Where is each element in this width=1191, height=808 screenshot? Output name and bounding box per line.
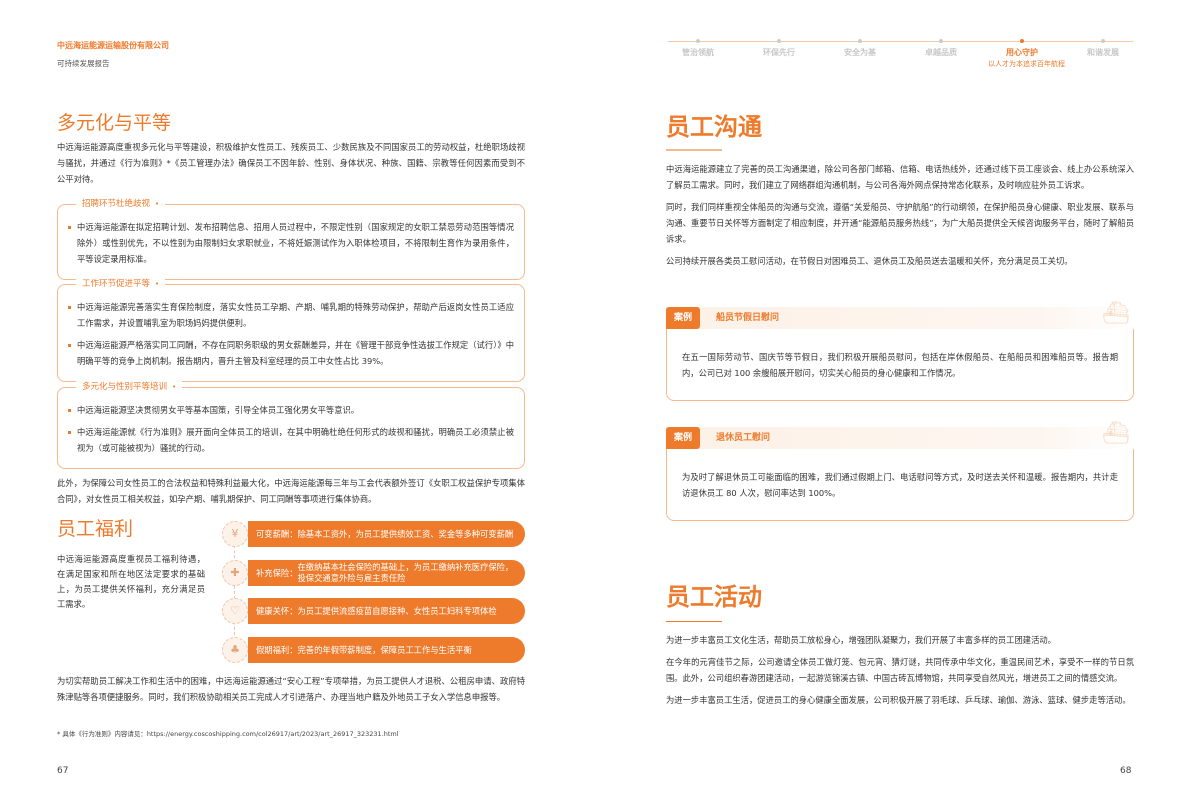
box-title: 多元化与性别平等培训 (76, 379, 183, 395)
section-title-activities: 员工活动 (666, 583, 762, 611)
welfare-key: 补充保险： (256, 567, 298, 578)
communication-body: 中远海运能源建立了完善的员工沟通渠道，除公司各部门邮箱、信箱、电话热线外，还通过… (666, 161, 1134, 269)
case-text: 在五一国际劳动节、国庆节等节假日，我们积极开展船员慰问，包括在岸休假船员、在船船… (682, 352, 1118, 378)
nav-item-active[interactable]: 用心守护 (992, 39, 1052, 61)
page-number-right: 68 (1120, 766, 1132, 776)
welfare-text: 在缴纳基本社会保险的基础上，为员工缴纳补充医疗保险，投保交通意外险与雇主责任险 (297, 562, 514, 583)
case-text: 为及时了解退休员工可能面临的困难，我们通过假期上门、电话慰问等方式，及时送去关怀… (682, 472, 1118, 498)
paragraph: 中远海运能源建立了完善的员工沟通渠道，除公司各部门邮箱、信箱、电话热线外，还通过… (666, 164, 1134, 190)
ship-icon: ⛴ (1102, 301, 1130, 326)
paragraph: 在今年的元宵佳节之际，公司邀请全体员工做灯笼、包元宵、猜灯谜，共同传承中华文化，… (666, 657, 1134, 683)
welfare-key: 可变薪酬： (256, 528, 298, 539)
welfare-item: ♡ 健康关怀：为员工提供流感疫苗自愿接种、女性员工妇科专项体检 (222, 598, 525, 624)
yuan-icon: ¥ (222, 521, 248, 547)
tree-icon: ♣ (222, 637, 248, 663)
bullet-item: 中远海运能源在拟定招聘计划、发布招聘信息、招用人员过程中，不限定性别（国家规定的… (68, 219, 514, 267)
box-recruitment: 招聘环节杜绝歧视 中远海运能源在拟定招聘计划、发布招聘信息、招用人员过程中，不限… (57, 196, 525, 280)
bullet-item: 中远海运能源坚决贯彻男女平等基本国策，引导全体员工强化男女平等意识。 (68, 402, 514, 418)
welfare-key: 健康关怀： (256, 605, 298, 616)
section-title-welfare: 员工福利 (57, 518, 134, 540)
welfare-item: ✚ 补充保险：在缴纳基本社会保险的基础上，为员工缴纳补充医疗保险，投保交通意外险… (222, 560, 525, 586)
case-tag: 案例 (666, 427, 701, 449)
box-title: 工作环节促进平等 (76, 276, 166, 292)
paragraph: 公司持续开展各类员工慰问活动，在节假日对困难员工、退休员工及船员送去温暖和关怀，… (666, 256, 1073, 266)
nav-item[interactable]: 安全为基 (830, 39, 890, 61)
diversity-outro: 此外，为保障公司女性员工的合法权益和特殊利益最大化，中远海运能源每三年与工会代表… (57, 478, 525, 504)
welfare-outro: 为切实帮助员工解决工作和生活中的困难，中远海运能源通过“安心工程”专项举措，为员… (57, 676, 525, 702)
welfare-text: 完善的年假带薪制度，保障员工工作与生活平衡 (297, 644, 472, 655)
nav-item[interactable]: 卓越品质 (911, 39, 971, 61)
bullet-item: 中远海运能源就《行为准则》展开面向全体员工的培训，在其中明确杜绝任何形式的歧视和… (68, 424, 514, 456)
welfare-item: ♣ 假期福利：完善的年假带薪制度，保障员工工作与生活平衡 (222, 637, 525, 663)
paragraph: 同时，我们同样重视全体船员的沟通与交流，遵循“关爱船员、守护航船”的行动纲领，在… (666, 202, 1134, 244)
welfare-text: 为员工提供流感疫苗自愿接种、女性员工妇科专项体检 (297, 605, 497, 616)
welfare-key: 假期福利： (256, 644, 298, 655)
case-title: 退休员工慰问 (716, 433, 771, 443)
section-title-diversity: 多元化与平等 (57, 112, 172, 134)
box-training: 多元化与性别平等培训 中远海运能源坚决贯彻男女平等基本国策，引导全体员工强化男女… (57, 379, 525, 469)
paragraph: 为进一步丰富员工生活，促进员工的身心健康全面发展，公司积极开展了羽毛球、乒乓球、… (666, 695, 1131, 705)
welfare-item: ¥ 可变薪酬：除基本工资外，为员工提供绩效工资、奖金等多种可变薪酬 (222, 521, 525, 547)
activities-body: 为进一步丰富员工文化生活，帮助员工放松身心，增强团队凝聚力，我们开展了丰富多样的… (666, 632, 1134, 708)
case-card: 案例 退休员工慰问 ⛴ 为及时了解退休员工可能面临的困难，我们通过假期上门、电话慰问… (666, 421, 1134, 521)
welfare-text: 除基本工资外，为员工提供绩效工资、奖金等多种可变薪酬 (297, 528, 514, 539)
bullet-item: 中远海运能源完善落实生育保险制度，落实女性员工孕期、产期、哺乳期的特殊劳动保护，… (68, 299, 514, 331)
box-title: 招聘环节杜绝歧视 (76, 196, 166, 212)
nav-subtitle: 以人才为本追求百年航程 (988, 60, 1065, 68)
case-title: 船员节假日慰问 (716, 313, 780, 323)
page-number-left: 67 (57, 766, 69, 776)
footnote: * 具体《行为准则》内容请见：https://energy.coscoshipp… (57, 730, 399, 738)
welfare-intro: 中远海运能源高度重视员工福利待遇，在满足国家和所在地区法定要求的基础上，为员工提… (57, 554, 205, 609)
box-workplace: 工作环节促进平等 中远海运能源完善落实生育保险制度，落实女性员工孕期、产期、哺乳… (57, 276, 525, 382)
report-title: 可持续发展报告 (57, 59, 110, 68)
chapter-nav: 管治领航 环保先行 安全为基 卓越品质 用心守护 和谐发展 以人才为本追求百年航… (668, 39, 1133, 68)
company-name: 中远海运能源运输股份有限公司 (57, 41, 169, 50)
section-title-communication: 员工沟通 (666, 113, 762, 141)
diversity-intro: 中远海运能源高度重视多元化与平等建设，积极维护女性员工、残疾员工、少数民族及不同… (57, 142, 525, 184)
nav-item[interactable]: 和谐发展 (1073, 39, 1133, 61)
paragraph: 为进一步丰富员工文化生活，帮助员工放松身心，增强团队凝聚力，我们开展了丰富多样的… (666, 635, 1056, 645)
nav-item[interactable]: 环保先行 (749, 39, 809, 61)
case-tag: 案例 (666, 307, 701, 329)
bullet-item: 中远海运能源严格落实同工同酬，不存在同职务职级的男女薪酬差异，并在《管理干部竞争… (68, 337, 514, 369)
case-card: 案例 船员节假日慰问 ⛴ 在五一国际劳动节、国庆节等节假日，我们积极开展船员慰问，包… (666, 301, 1134, 401)
insurance-icon: ✚ (222, 560, 248, 586)
ship-icon: ⛴ (1102, 421, 1130, 446)
heart-icon: ♡ (222, 598, 248, 624)
nav-item[interactable]: 管治领航 (668, 39, 728, 61)
